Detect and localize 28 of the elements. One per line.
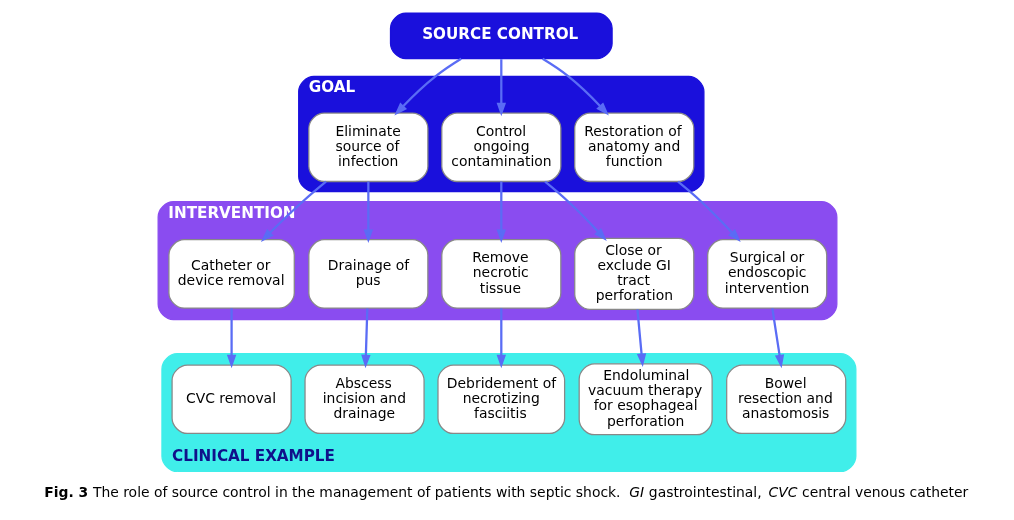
arrow: [636, 309, 647, 367]
arrow: [544, 180, 607, 241]
caption: Fig. 3 The role of source control in the management of patients with septic shock. GI gastrointestinal, CVC central venous catheter: [44, 483, 969, 500]
arrow: [394, 57, 462, 116]
node-box: Close or exclude GI tract perforation: [574, 237, 695, 310]
arrow: [361, 308, 371, 369]
arrow: [496, 59, 506, 117]
node-box: CVC removal: [171, 364, 292, 435]
arrow: [677, 180, 741, 243]
node-box: Debridement of necrotizing fasciitis: [437, 364, 566, 435]
node-box: Endoluminal vacuum therapy for esophageal perforation: [578, 363, 713, 436]
node-box: Abscess incision and drainage: [304, 364, 425, 435]
node-box: Bowel resection and anastomosis: [726, 364, 847, 435]
node-box: Eliminate source of infection: [308, 112, 429, 183]
node-box: Surgical or endoscopic intervention: [707, 239, 828, 309]
arrow: [496, 308, 506, 369]
node-box: Drainage of pus: [308, 239, 429, 309]
arrow: [496, 181, 506, 244]
node-box: Catheter or device removal: [168, 239, 295, 309]
node-box: Remove necrotic tissue: [441, 239, 562, 309]
node-box: Restoration of anatomy and function: [574, 112, 695, 183]
arrow: [771, 308, 785, 369]
node-box: Control ongoing contamination: [441, 112, 562, 183]
arrow: [363, 181, 374, 244]
arrow: [542, 57, 609, 116]
arrow: [260, 180, 327, 242]
node-box: SOURCE CONTROL: [389, 12, 613, 60]
arrow: [226, 308, 237, 369]
